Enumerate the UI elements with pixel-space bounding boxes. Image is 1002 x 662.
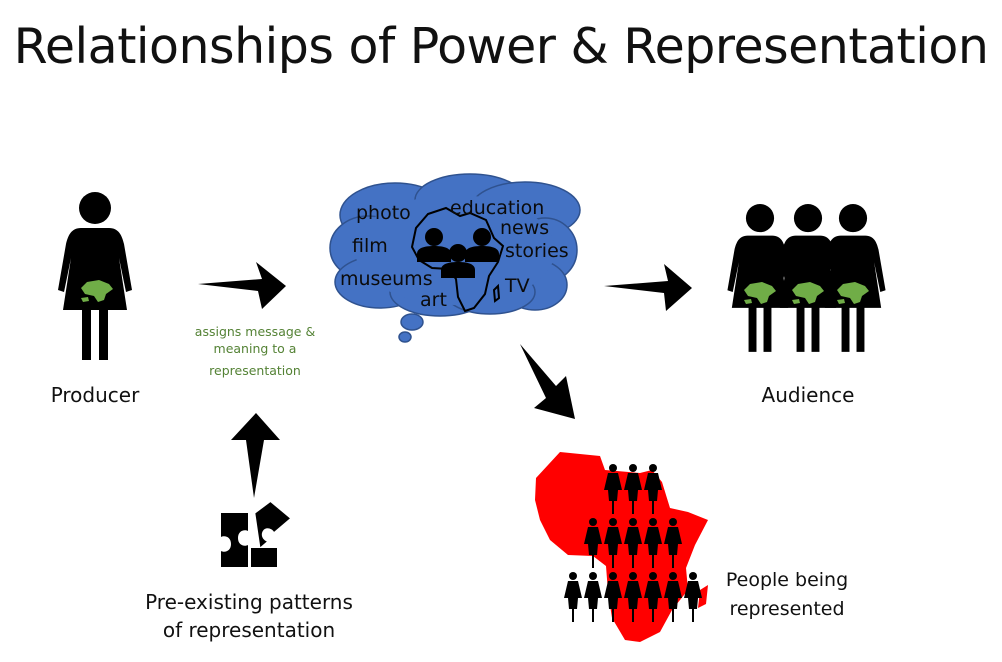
word-photo: photo bbox=[356, 202, 411, 224]
word-art: art bbox=[420, 289, 447, 311]
puzzle-pieces-icon bbox=[221, 502, 290, 567]
word-museums: museums bbox=[340, 268, 433, 290]
producer-woman-icon bbox=[58, 192, 132, 360]
word-education: education bbox=[450, 197, 544, 219]
arrow-patterns-to-assigns bbox=[231, 413, 280, 498]
person-icon bbox=[564, 572, 582, 622]
patterns-line-1: Pre-existing patterns bbox=[145, 590, 353, 614]
person-icon bbox=[584, 572, 602, 622]
producer-label: Producer bbox=[51, 383, 140, 407]
people-line-2: represented bbox=[729, 598, 844, 620]
assigns-line-2: meaning to a bbox=[214, 341, 297, 356]
arrow-producer-to-media bbox=[198, 262, 286, 309]
assigns-line-1: assigns message & bbox=[195, 324, 316, 339]
audience-label: Audience bbox=[762, 383, 855, 407]
word-film: film bbox=[352, 235, 388, 257]
patterns-line-2: of representation bbox=[163, 618, 335, 642]
arrow-media-to-audience bbox=[604, 264, 692, 311]
media-words: photo education news film stories museum… bbox=[340, 197, 569, 311]
word-news: news bbox=[500, 217, 549, 239]
word-stories: stories bbox=[505, 240, 569, 262]
arrow-media-to-people bbox=[520, 344, 575, 419]
people-line-1: People being bbox=[726, 569, 848, 591]
assigns-meaning-text: assigns message & meaning to a represent… bbox=[195, 324, 316, 378]
assigns-line-3: representation bbox=[209, 363, 301, 378]
audience-group-icon bbox=[727, 204, 886, 352]
africa-map-icon bbox=[535, 452, 708, 642]
diagram-title: Relationships of Power & Representation bbox=[13, 18, 989, 75]
word-tv: TV bbox=[504, 275, 530, 297]
